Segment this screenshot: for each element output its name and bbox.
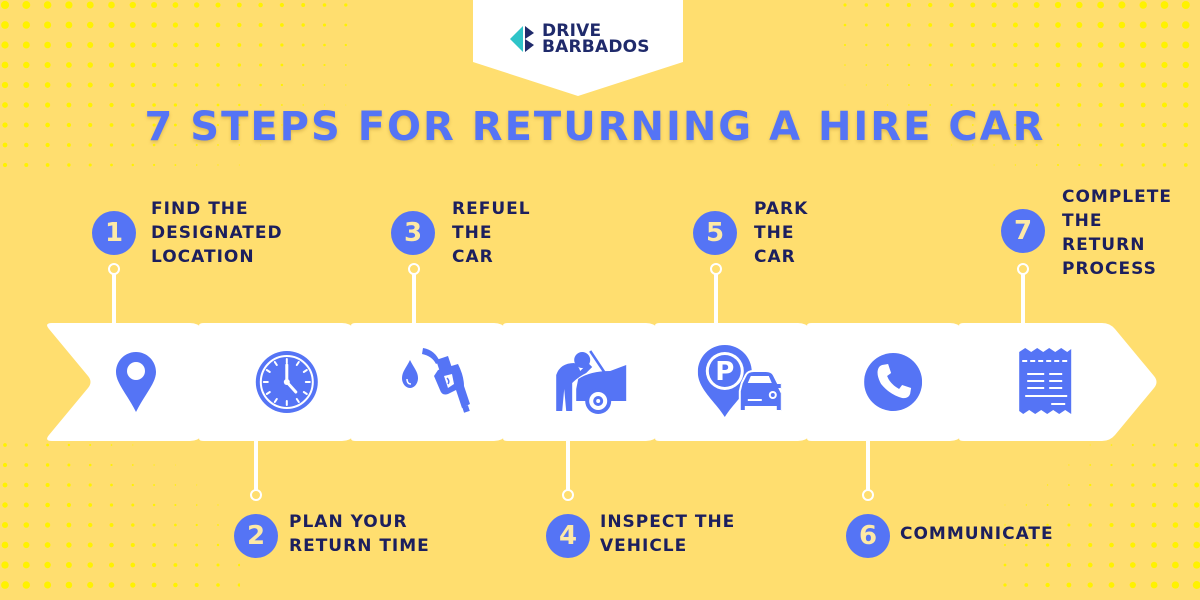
clock-icon	[255, 351, 318, 413]
page-title: 7 STEPS FOR RETURNING A HIRE CAR	[144, 104, 1046, 150]
brand-logo-badge: DRIVE BARBADOS	[473, 0, 683, 96]
map-pin-icon	[115, 352, 156, 412]
step-1-label: FIND THE DESIGNATED LOCATION	[151, 199, 283, 267]
step-2-connector-line	[254, 440, 258, 490]
step-5-connector-line	[714, 274, 718, 324]
step-6-chevron	[802, 323, 1005, 441]
brand-name: DRIVE BARBADOS	[542, 21, 650, 57]
fuel-nozzle-icon	[401, 348, 470, 413]
step-5-chevron: P	[650, 323, 853, 441]
step-4-number-badge: 4	[546, 514, 590, 558]
svg-text:P: P	[715, 357, 734, 387]
step-5-number-badge: 5	[693, 211, 737, 255]
step-6-label: COMMUNICATE	[900, 524, 1054, 544]
step-7-connector-line	[1021, 274, 1025, 324]
mechanic-inspecting-car-icon	[555, 350, 626, 414]
step-6-number-badge: 6	[846, 514, 890, 558]
step-2-number-badge: 2	[234, 514, 278, 558]
step-7-connector-ring	[1017, 263, 1029, 275]
step-2-label: PLAN YOUR RETURN TIME	[289, 512, 430, 556]
step-1-number-badge: 1	[92, 211, 136, 255]
step-1-chevron	[42, 323, 245, 441]
step-3-chevron	[346, 323, 549, 441]
step-6-connector-line	[866, 440, 870, 490]
step-1-connector-ring	[108, 263, 120, 275]
halftone-dots-top-right	[843, 0, 1190, 167]
drive-barbados-logo-icon	[510, 26, 534, 52]
parking-car-icon: P	[697, 345, 782, 417]
step-3-number-badge: 3	[391, 211, 435, 255]
brand-line-1: DRIVE	[542, 21, 602, 41]
step-7-chevron	[954, 323, 1157, 441]
step-4-connector-ring	[562, 489, 574, 501]
phone-icon	[864, 353, 923, 411]
step-7-number-badge: 7	[1001, 209, 1045, 253]
halftone-dots-top-left	[0, 0, 348, 168]
step-3-connector-line	[412, 274, 416, 324]
step-3-connector-ring	[408, 263, 420, 275]
step-6-connector-ring	[862, 489, 874, 501]
step-1-connector-line	[112, 274, 116, 324]
step-7-label: COMPLETE THE RETURN PROCESS	[1062, 187, 1172, 279]
receipt-icon	[1019, 348, 1072, 414]
halftone-dots-bottom-right	[1003, 443, 1200, 589]
brand-line-2: BARBADOS	[542, 37, 650, 57]
step-4-connector-line	[566, 440, 570, 490]
step-5-connector-ring	[710, 263, 722, 275]
step-3-label: REFUEL THE CAR	[452, 199, 531, 267]
step-4-chevron	[498, 323, 701, 441]
step-5-label: PARK THE CAR	[754, 199, 809, 267]
step-2-connector-ring	[250, 489, 262, 501]
step-4-label: INSPECT THE VEHICLE	[600, 512, 736, 556]
halftone-dots-bottom-left	[1, 443, 240, 589]
step-2-chevron	[194, 323, 397, 441]
